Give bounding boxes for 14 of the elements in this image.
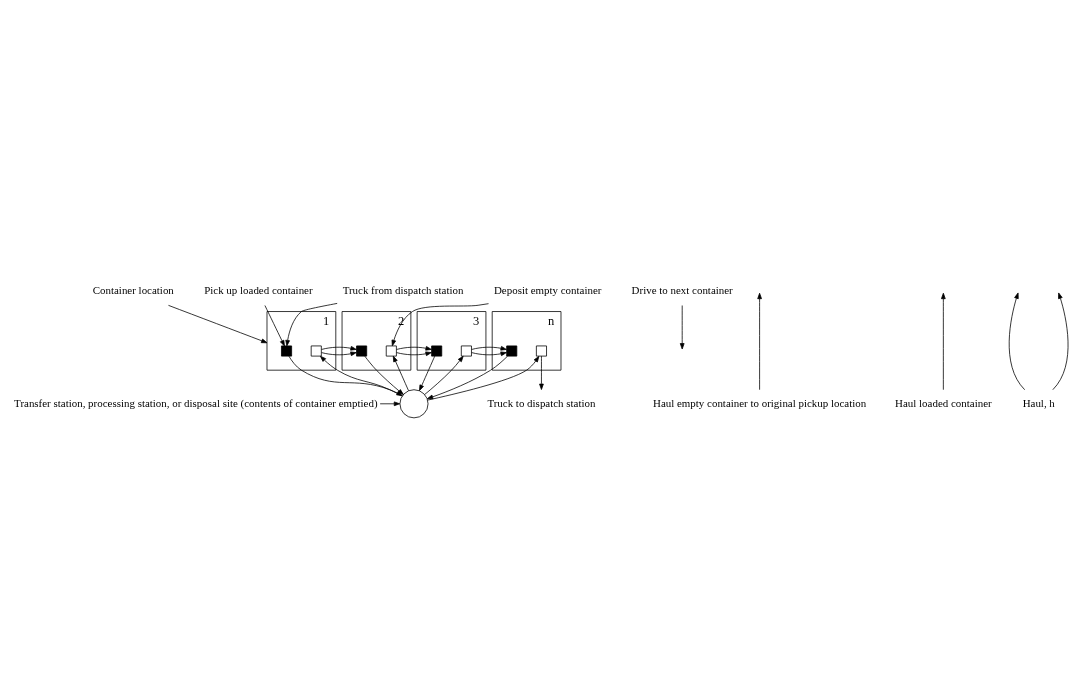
node-text: Transfer station, processing station, or disposal site (contents of container emptied) (14, 396, 378, 409)
node-label: 2 (397, 313, 405, 328)
node-text: Haul empty container to original pickup location (652, 396, 867, 409)
node-text: Pick up loaded container (204, 283, 313, 296)
node-label: 3 (473, 313, 480, 328)
node-label: 1 (322, 313, 330, 328)
node-text: Container location (92, 283, 174, 296)
node-text: Truck to dispatch station (487, 396, 596, 409)
node-label: n (548, 313, 555, 328)
node-text: Haul loaded container (895, 396, 992, 409)
node-text: Haul, h (1022, 396, 1055, 409)
node-text: Drive to next container (631, 283, 733, 296)
node-text: Truck from dispatch station (342, 283, 464, 296)
node-text: Deposit empty container (493, 283, 602, 296)
